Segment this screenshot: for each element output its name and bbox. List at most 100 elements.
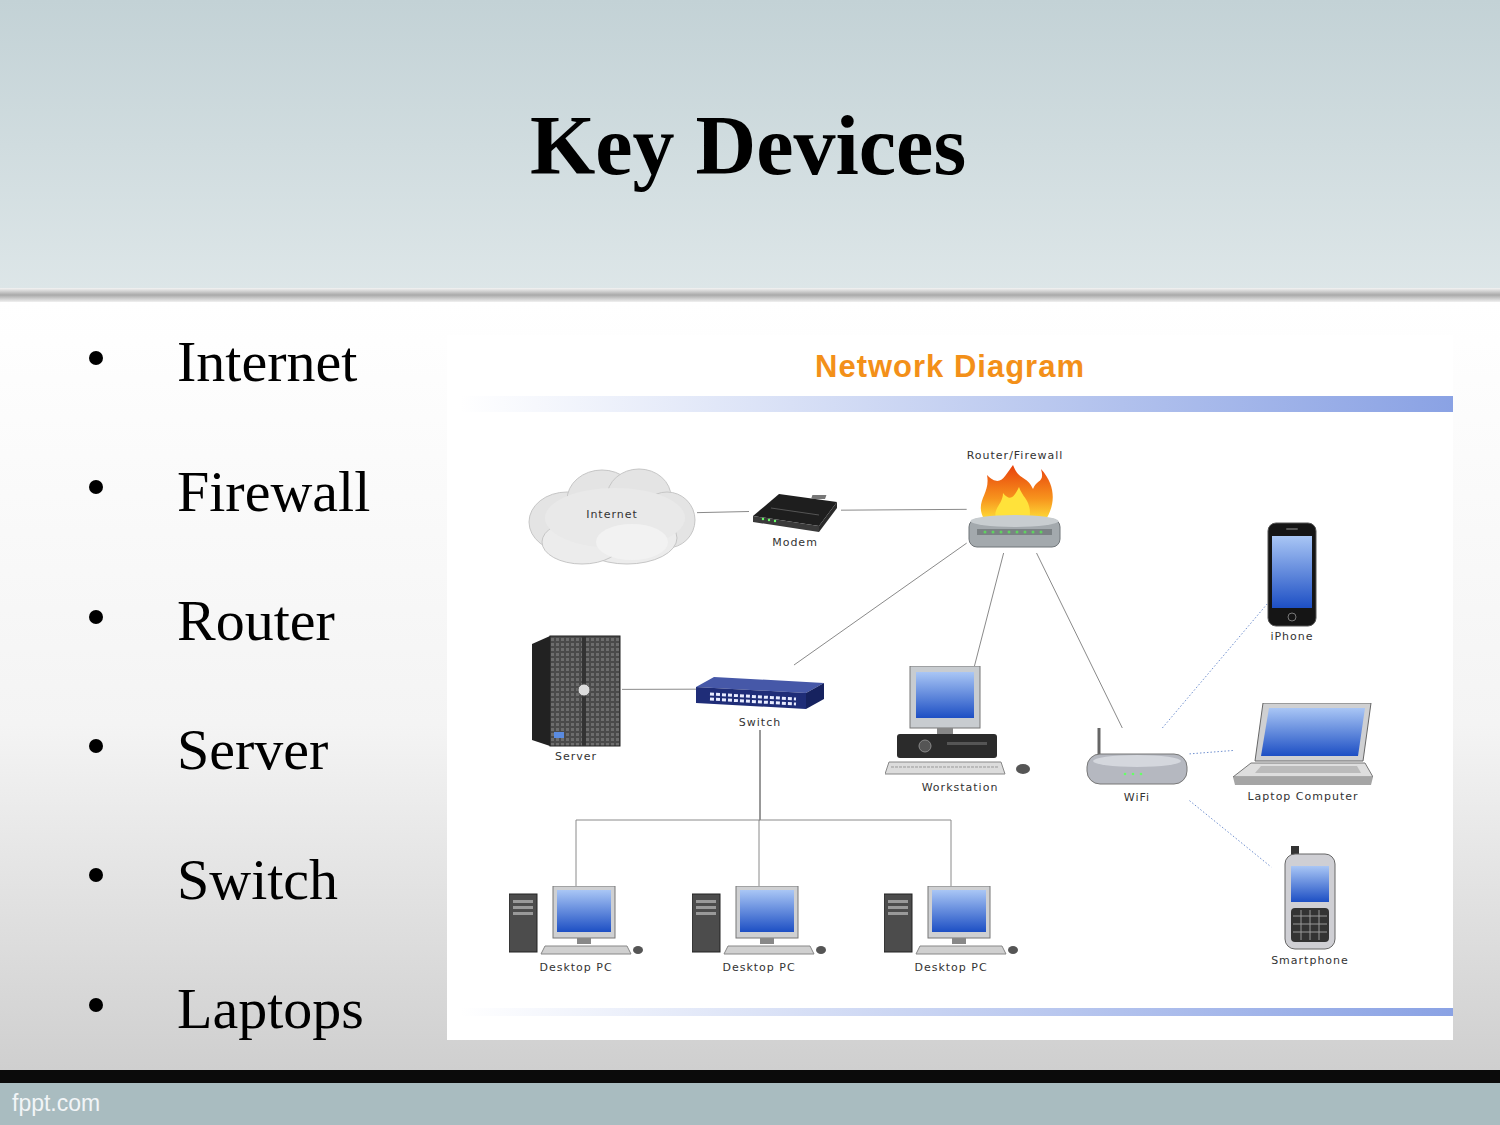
separator-strip [0,288,1500,302]
footer-bar [0,1070,1500,1083]
device-label: iPhone [1270,630,1313,644]
icon-part [928,886,990,938]
icon-part [696,906,716,909]
icon-part [885,762,1005,774]
wireless-link [1190,750,1234,753]
icon-part [596,524,668,560]
icon-part [932,890,986,932]
bullet-dot [89,610,103,624]
bullet-item: Firewall [177,459,370,526]
label-slot: fppt.com [12,1090,100,1116]
icon-part [1139,773,1142,776]
wifi-icon [1085,728,1190,788]
icon-part [696,687,806,709]
icon-part [1309,910,1310,940]
icon-part [696,900,716,903]
device-label: Desktop PC [539,961,612,975]
cloud-node: Internet [527,462,697,567]
icon-part [1093,755,1181,767]
icon-part [992,531,995,534]
smart-icon [1279,846,1341,951]
device-label: Server [555,750,597,764]
icon-part [916,946,1006,954]
icon-part [774,520,776,522]
wireless-link [1190,801,1272,867]
device-label: Laptop Computer [1247,790,1358,804]
icon-part [888,900,908,903]
title-band [0,0,1500,290]
network-cable [622,689,696,690]
device-label: Internet [586,508,638,522]
diagram-panel [447,335,1453,1040]
icon-part [753,516,819,532]
icon-part [762,518,764,520]
smartphone-device: Smartphone [1271,846,1349,968]
icon-part [1131,773,1134,776]
icon-part [1032,531,1035,534]
label-slot: Firewall [177,459,370,526]
icon-part [1123,773,1126,776]
icon-part [1233,763,1373,777]
modem-icon [749,488,841,533]
label-slot: Switch [177,847,338,914]
icon-part [811,495,826,499]
icon-part [1016,764,1030,774]
server-icon [530,632,622,747]
network-cable [697,512,749,513]
bullet-item: Router [177,588,335,655]
icon-part [553,886,615,938]
icon-part [1123,773,1142,776]
icon-part [910,666,980,728]
icon-part [513,906,533,909]
device-label: Smartphone [1271,954,1349,968]
icon-part [1293,910,1327,940]
icon-part [1285,854,1335,949]
title-slot: Key Devices [0,96,1496,196]
network-cable [576,730,760,886]
icon-part [897,734,997,758]
icon-part [1288,613,1296,621]
switch-device: Switch [696,665,824,730]
icon-part [710,699,796,704]
device-label: Desktop PC [914,961,987,975]
icon-part [1318,910,1319,940]
device-label: Switch [739,716,781,730]
phone-device: iPhone [1267,522,1317,644]
label-slot: Laptops [177,976,364,1043]
device-label: Router/Firewall [967,449,1064,463]
desktop-icon [509,886,644,958]
icon-part [1233,777,1373,785]
bullet-dot [89,998,103,1012]
label-slot: Internet [177,329,357,396]
icon-part [736,886,798,938]
icon-part [578,684,590,696]
icon-part [760,938,774,944]
icon-part [1040,531,1043,534]
icon-part [1016,531,1019,534]
desktop-device: Desktop PC [509,886,644,975]
icon-part [888,906,908,909]
laptop-icon [1233,703,1373,787]
icon-part [977,529,1052,535]
icon-part [1268,523,1316,626]
device-label: Desktop PC [722,961,795,975]
network-cable [841,509,967,511]
icon-part [550,636,620,746]
icon-part [1286,528,1298,530]
bullet-item: Internet [177,329,357,396]
label-slot: Server [177,717,328,784]
icon-part [919,740,931,752]
icon-part [916,672,974,718]
network-cable [974,553,1003,666]
server-device: Server [530,632,622,764]
icon-part [554,732,564,738]
icon-part [696,912,716,915]
icon-part [816,946,826,954]
footer-band [0,1083,1500,1125]
content-ground [0,302,1500,1070]
icon-part [981,465,1053,521]
network-cable [1037,553,1123,728]
icon-part [1261,708,1365,756]
icon-part [771,508,819,515]
